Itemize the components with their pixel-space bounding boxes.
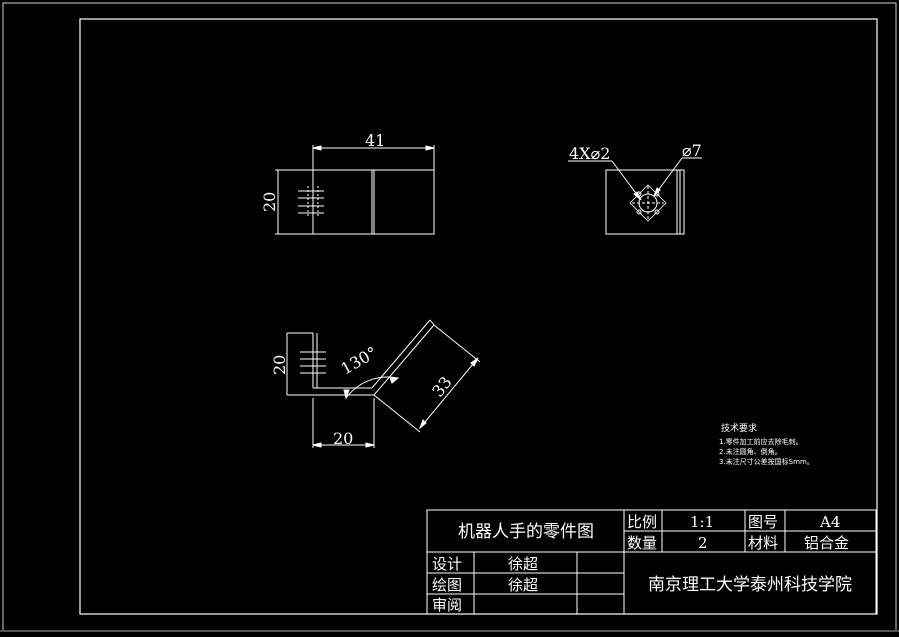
tech-req-item: 1.零件加工前应去除毛刺。 [719,437,803,446]
design-value: 徐超 [508,555,538,573]
side-view [568,157,702,235]
drawing-label: 绘图 [432,576,462,594]
scale-value: 1:1 [690,513,714,531]
dim-bend-height: 20 [270,355,289,375]
scale-label: 比例 [627,513,657,531]
school-name: 南京理工大学泰州科技学院 [648,575,852,595]
tech-req-item: 3.未注尺寸公差按国标Smm。 [719,457,814,466]
dim-bend-base: 20 [333,429,353,448]
drawing-no-value: A4 [819,513,840,531]
part-name: 机器人手的零件图 [458,522,594,542]
title-block [426,509,877,615]
dim-top-height: 20 [260,192,279,212]
drawing-no-label: 图号 [748,513,778,531]
tech-req-item: 2.未注圆角、倒角。 [719,447,782,456]
material-label: 材料 [748,534,778,552]
quantity-label: 数量 [627,534,657,552]
review-label: 审阅 [432,596,462,614]
diameter-callout: ⌀7 [682,141,702,160]
design-label: 设计 [432,555,462,573]
tech-req-title: 技术要求 [721,422,757,434]
quantity-value: 2 [698,534,708,552]
dim-bend-angle: 130° [338,343,381,379]
dim-top-width: 41 [365,131,385,150]
hole-callout: 4X⌀2 [569,144,610,163]
bent-view [286,319,481,448]
drawing-value: 徐超 [508,576,538,594]
material-value: 铝合金 [804,534,849,552]
top-view [275,145,435,235]
dim-bend-arm: 33 [428,373,456,401]
